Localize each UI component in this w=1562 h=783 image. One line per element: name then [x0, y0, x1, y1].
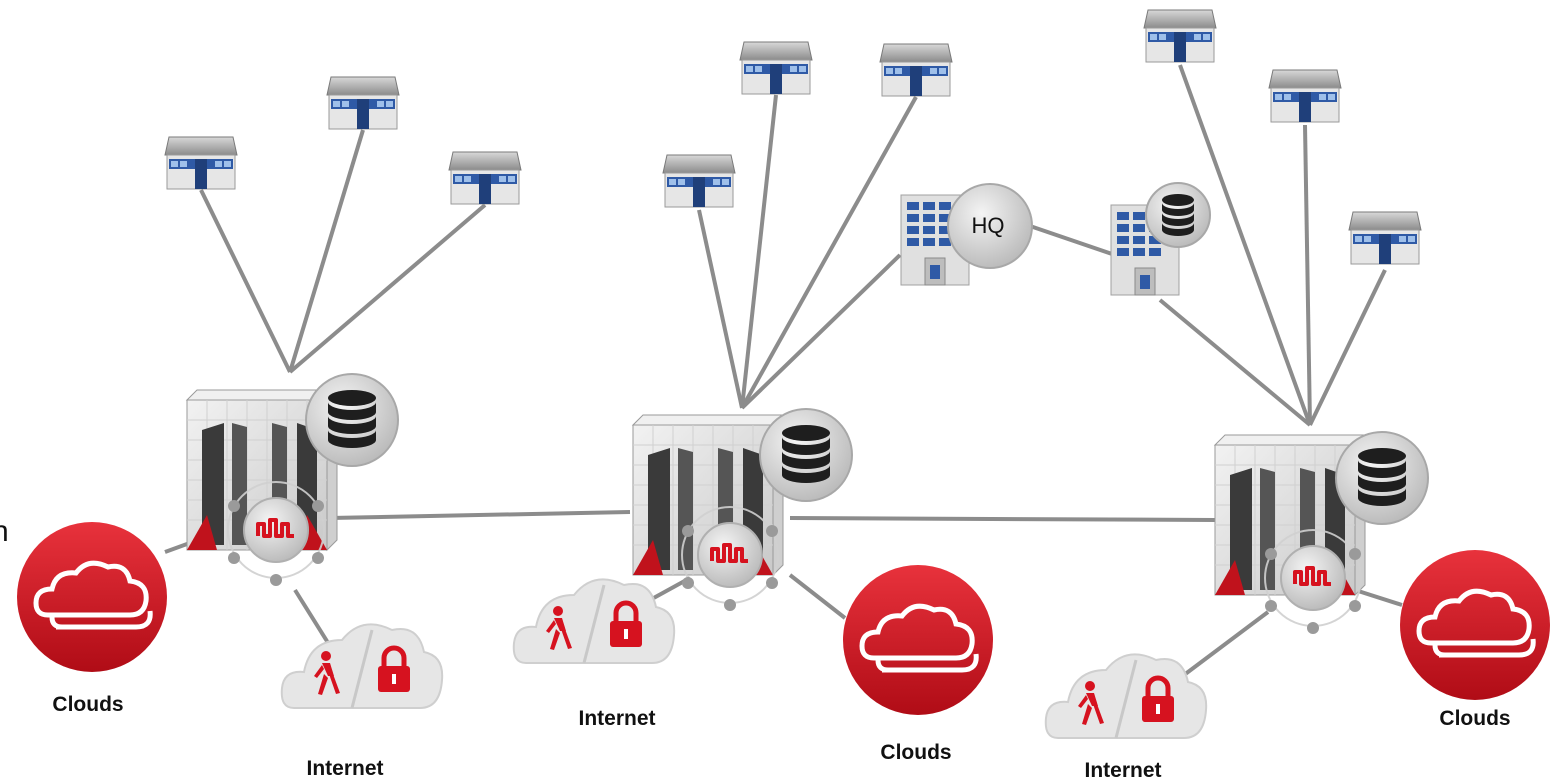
cloud-icon — [843, 565, 993, 715]
internet-label-3: Internet — [1084, 759, 1162, 782]
branch-store-icon — [1143, 9, 1217, 63]
database-icon — [305, 373, 399, 467]
edge-text-fragment: n — [0, 515, 9, 548]
branch-store-icon — [164, 136, 238, 190]
clouds-label-1: Clouds — [52, 693, 124, 716]
cloud-icon — [17, 522, 167, 672]
branch-store-icon — [326, 76, 400, 130]
network-links — [164, 64, 1403, 686]
internet-security-cloud-icon — [282, 624, 442, 708]
cloud-icon — [1400, 550, 1550, 700]
branch-store-icon — [879, 43, 953, 97]
branch-store-icon — [662, 154, 736, 208]
hq-label: HQ — [971, 213, 1005, 238]
branch-store-icon — [739, 41, 813, 95]
internet-label-1: Internet — [306, 757, 384, 780]
clouds-label-3: Clouds — [1439, 707, 1511, 730]
database-icon — [1145, 182, 1211, 248]
database-icon — [1335, 431, 1429, 525]
internet-security-cloud-icon — [514, 579, 674, 663]
internet-security-cloud-icon — [1046, 654, 1206, 738]
branch-store-icon — [448, 151, 522, 205]
hq-badge — [947, 183, 1033, 269]
clouds-label-2: Clouds — [880, 741, 952, 764]
database-icon — [759, 408, 853, 502]
branch-store-icon — [1268, 69, 1342, 123]
branch-store-icon — [1348, 211, 1422, 265]
internet-label-2: Internet — [578, 707, 656, 730]
